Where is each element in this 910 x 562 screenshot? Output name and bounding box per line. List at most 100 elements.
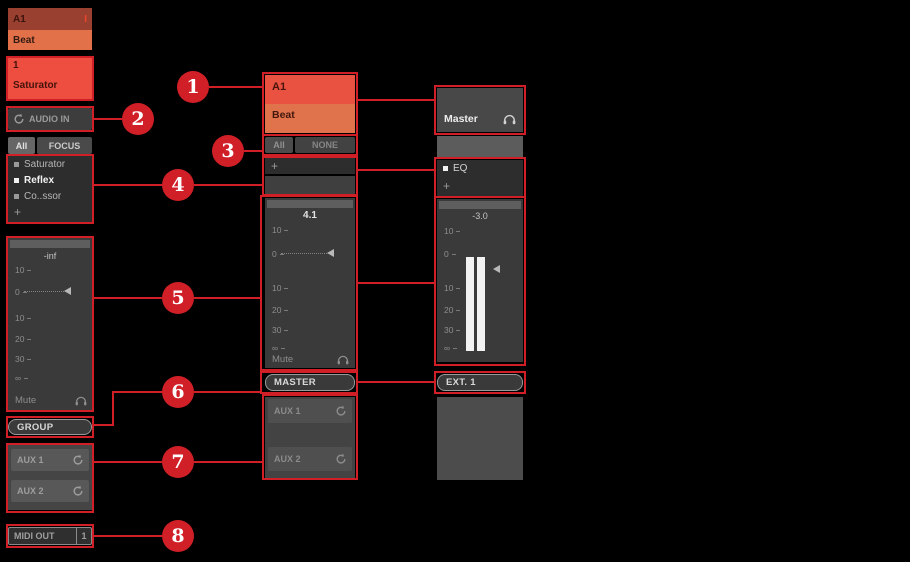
midi-out-port: 1 [81,531,87,541]
master-subheader [437,136,523,157]
callout-4: 4 [162,169,194,201]
aux2-knob-icon[interactable] [72,485,84,497]
pan-bar[interactable] [439,201,521,209]
group-header-name[interactable]: Beat [265,104,355,133]
annotation-line [94,424,114,426]
group-id-label: A1 [272,81,287,93]
aux1-row[interactable]: AUX 1 [11,449,89,471]
level-meter-bar-right [477,257,485,351]
group-select-button[interactable]: GROUP [8,419,92,435]
aux-section: AUX 1 AUX 2 [265,397,355,478]
headphones-icon[interactable] [503,114,516,125]
group-name-label: Beat [13,34,35,46]
level-value: -inf [43,251,57,261]
volume-handle-icon[interactable] [327,249,334,257]
level-pointer-icon[interactable] [493,265,500,273]
aux2-row[interactable]: AUX 2 [268,447,352,471]
aux-section: AUX 1 AUX 2 [8,445,92,510]
annotation-line [194,184,262,186]
group-tab[interactable]: A1 I [8,8,92,30]
ext-output-button[interactable]: EXT. 1 [437,374,523,391]
meter-scale-label: 20 [272,305,289,315]
scale-tick [27,269,32,271]
annotation-line [194,461,262,463]
add-plugin-button[interactable]: + [437,177,523,194]
master-header[interactable]: Master [437,88,523,132]
meter-scale-label: ∞ [444,343,458,353]
annotation-line [244,150,262,152]
headphones-icon[interactable] [337,355,349,365]
aux1-knob-icon[interactable] [72,454,84,466]
callout-number: 4 [171,173,185,196]
scale-number: 30 [15,354,25,364]
plugin-item-selected[interactable]: Reflex [8,172,92,188]
group-channel-strip: A1 Beat All NONE + 4.1 10 0 10 20 30 ∞ M… [265,75,355,478]
scale-number: ∞ [444,343,451,353]
scale-number: 10 [15,313,25,323]
add-plugin-label: + [443,178,451,193]
focus-all-button[interactable]: All [8,137,35,154]
level-value: 4.1 [303,210,317,221]
group-name-tab[interactable]: Beat [8,30,92,50]
volume-slider[interactable] [281,253,327,254]
scale-tick [27,338,32,340]
pan-bar[interactable] [267,200,353,208]
callout-number: 2 [131,107,145,130]
callout-number: 8 [171,524,185,547]
plugin-item[interactable]: Saturator [8,156,92,172]
annotation-line [357,99,435,101]
volume-slider[interactable] [24,291,64,292]
aux2-label: AUX 2 [274,454,301,464]
aux1-row[interactable]: AUX 1 [268,399,352,423]
audio-in-button[interactable]: AUDIO IN [8,108,92,130]
annotation-line [209,86,262,88]
meter-scale-label: 10 [272,225,289,235]
meter-scale-label: ∞ [272,343,286,353]
add-plugin-button[interactable]: + [8,204,92,220]
plugin-item-selected[interactable]: EQ [437,160,523,177]
plugin-bullet-icon [14,161,19,167]
pan-bar[interactable] [10,240,90,248]
mute-button[interactable]: Mute [272,354,294,365]
plugin-bullet-icon [443,166,448,171]
midi-out-button[interactable]: MIDI OUT 1 [8,527,92,545]
group-header-id[interactable]: A1 [265,75,355,104]
meter-scale-label: 10 [272,283,289,293]
aux1-knob-icon[interactable] [335,405,347,417]
meter-scale-label: 30 [272,325,289,335]
channel-meter-section: 4.1 10 0 10 20 30 ∞ Mute [265,198,355,368]
sound-channel-strip: A1 I Beat 1 Saturator AUDIO IN All FOCUS… [8,8,92,548]
focus-mode-label: FOCUS [48,140,81,151]
scale-tick [27,317,32,319]
aux2-row[interactable]: AUX 2 [11,480,89,502]
scale-number: 20 [272,305,282,315]
scale-number: 20 [444,305,454,315]
headphones-icon[interactable] [75,396,87,406]
plugin-list: Saturator Reflex Co..ssor + [8,156,92,222]
channel-meter-section: -inf 10 0 10 20 30 ∞ Mute [8,238,92,410]
plugin-name: Saturator [24,158,66,170]
mute-button[interactable]: Mute [15,395,37,406]
callout-1: 1 [177,71,209,103]
annotation-line [357,169,435,171]
focus-all-button[interactable]: All [265,137,293,153]
scale-number: 30 [444,325,454,335]
meter-scale-label: 10 [444,226,461,236]
aux2-knob-icon[interactable] [335,453,347,465]
focus-mode-button[interactable]: FOCUS [37,137,92,154]
annotation-line [94,535,162,537]
ext-output-label: EXT. 1 [446,377,476,388]
midi-out-label: MIDI OUT [14,531,55,541]
scale-tick [284,329,289,331]
volume-handle-icon[interactable] [64,287,71,295]
annotation-line [194,391,260,393]
master-select-button[interactable]: MASTER [265,374,355,391]
empty-plugin-slot[interactable] [265,176,355,194]
meter-scale-label: 30 [15,354,32,364]
scale-tick [451,253,456,255]
add-plugin-button[interactable]: + [265,157,355,174]
callout-number: 7 [171,450,185,473]
sound-slot[interactable]: 1 Saturator [8,57,92,100]
plugin-item[interactable]: Co..ssor [8,188,92,204]
focus-none-button[interactable]: NONE [295,137,355,153]
